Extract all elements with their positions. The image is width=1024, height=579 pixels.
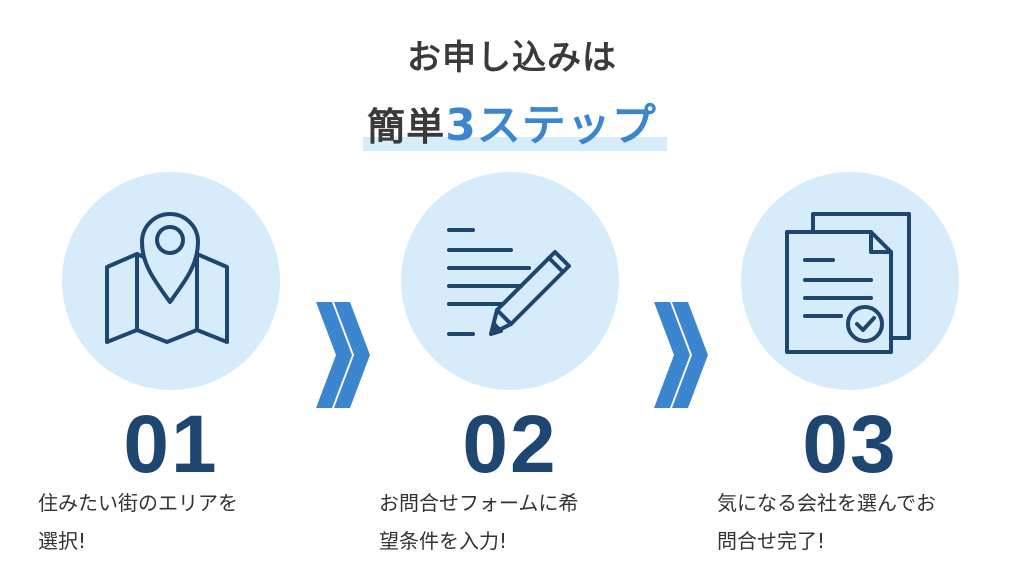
- step-1-desc-line-1: 住みたい街のエリアを: [38, 491, 238, 515]
- step-3-description: 気になる会社を選んでお 問合せ完了!: [717, 484, 1017, 560]
- pencil-form-icon: [447, 228, 571, 336]
- map-pin-icon: [105, 212, 229, 344]
- step-2-number: 02: [462, 399, 558, 490]
- step-3-circle: [741, 172, 959, 390]
- step-2-circle: [401, 172, 619, 390]
- step-3-desc-line-1: 気になる会社を選んでお: [717, 491, 936, 515]
- step-1-circle: [62, 172, 280, 390]
- title-prefix: 簡単: [367, 105, 446, 149]
- page-title: お申し込みは 簡単3ステップ: [0, 30, 1024, 153]
- step-3-desc-line-2: 問合せ完了!: [717, 529, 826, 553]
- step-1-description: 住みたい街のエリアを 選択!: [38, 484, 338, 560]
- title-line-1: お申し込みは: [407, 38, 617, 78]
- step-2-desc-line-1: お問合せフォームに希: [379, 491, 579, 515]
- step-2-desc-line-2: 望条件を入力!: [379, 529, 508, 553]
- title-line-2: 簡単3ステップ: [363, 89, 667, 153]
- double-chevron-right-icon: [316, 302, 370, 408]
- title-highlight: [363, 137, 667, 151]
- step-2-description: お問合せフォームに希 望条件を入力!: [379, 484, 679, 560]
- double-chevron-right-icon: [654, 302, 708, 408]
- title-accent: 3ステップ: [445, 100, 657, 151]
- document-check-icon: [785, 212, 911, 354]
- step-1-desc-line-2: 選択!: [38, 529, 87, 553]
- step-3-number: 03: [802, 399, 898, 490]
- step-1-number: 01: [123, 399, 219, 490]
